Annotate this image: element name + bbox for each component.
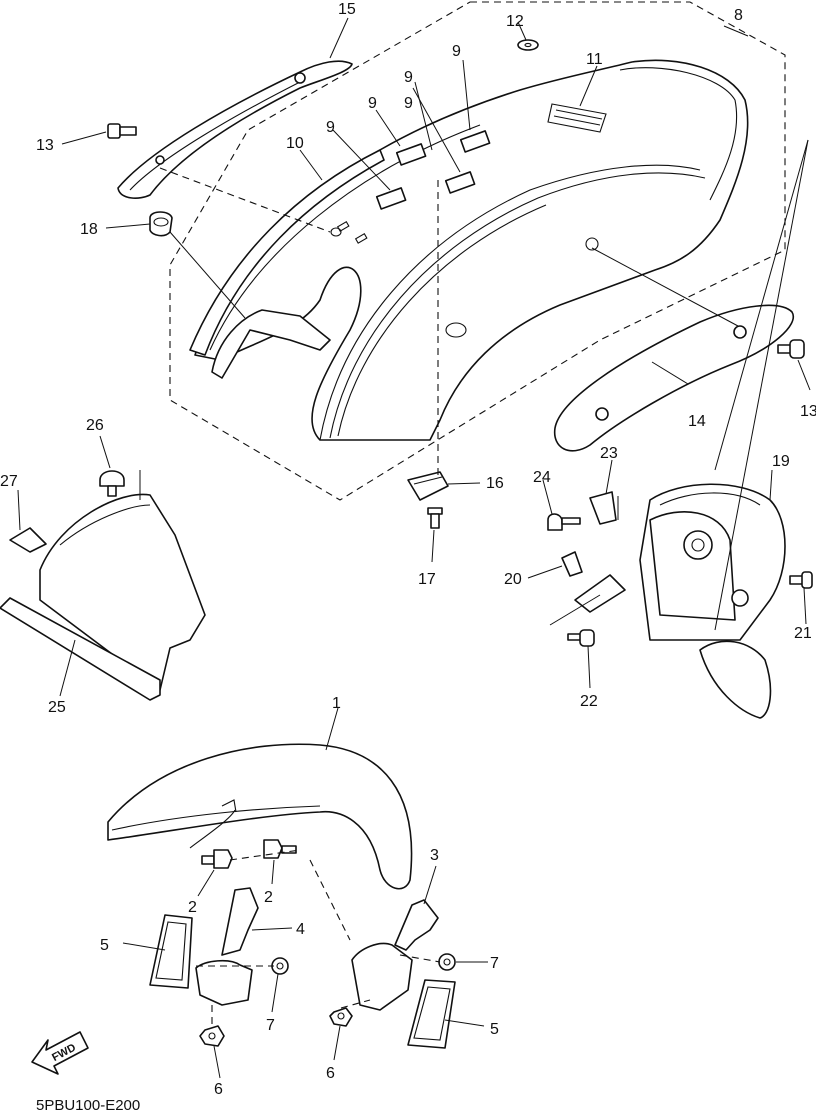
callout-9-d: 9: [404, 95, 413, 112]
nut-6-right: [329, 1007, 353, 1027]
bolt-22[interactable]: [567, 629, 595, 647]
washer-7-left: [271, 957, 289, 975]
decal-pads: [375, 130, 491, 210]
leader-lines: [17, 17, 811, 1079]
callout-25: 25: [48, 699, 66, 716]
callout-10: 10: [286, 135, 304, 152]
grommet-18: [149, 211, 173, 237]
callout-1: 1: [332, 695, 341, 712]
callout-23: 23: [600, 445, 618, 462]
callout-26: 26: [86, 417, 104, 434]
callout-2-a: 2: [188, 899, 197, 916]
callout-13-b: 13: [800, 403, 816, 420]
callout-8: 8: [734, 7, 743, 24]
bolt-13-top[interactable]: [107, 123, 137, 139]
reflector-5-left[interactable]: [149, 914, 193, 989]
clip-16: [407, 471, 449, 501]
grab-rail-15[interactable]: [117, 60, 353, 199]
rear-fender-assembly-boundary: [169, 1, 786, 501]
callout-21: 21: [794, 625, 812, 642]
callout-11: 11: [586, 51, 603, 68]
inner-flap: [189, 149, 385, 356]
diagram-code: 5PBU100-E200: [36, 1097, 140, 1114]
callout-13-a: 13: [36, 137, 54, 154]
callout-3: 3: [430, 847, 439, 864]
callout-7-a: 7: [266, 1017, 275, 1034]
fender-emblem: [547, 103, 607, 133]
side-cover-14[interactable]: [553, 304, 795, 452]
license-bracket-25[interactable]: [0, 493, 206, 701]
bracket-3[interactable]: [351, 899, 439, 1011]
callout-5-a: 5: [100, 937, 109, 954]
washer-7-right: [438, 953, 456, 971]
callout-4: 4: [296, 921, 305, 938]
callout-14: 14: [688, 413, 706, 430]
bolt-2-right[interactable]: [263, 839, 297, 859]
callout-9-e: 9: [326, 119, 335, 136]
callout-20: 20: [504, 571, 522, 588]
callout-27: 27: [0, 473, 18, 490]
nut-6-left: [199, 1025, 225, 1047]
front-fender-1[interactable]: [107, 743, 413, 890]
bracket-4[interactable]: [195, 887, 259, 1006]
callout-12: 12: [506, 13, 524, 30]
callout-15: 15: [338, 1, 356, 18]
bolt-13-right[interactable]: [777, 339, 805, 359]
callout-7-b: 7: [490, 955, 499, 972]
callout-17: 17: [418, 571, 436, 588]
screw-24[interactable]: [547, 513, 581, 531]
callout-9-b: 9: [404, 69, 413, 86]
callout-6-b: 6: [326, 1065, 335, 1082]
bolt-21[interactable]: [789, 571, 813, 589]
callout-16: 16: [486, 475, 504, 492]
forward-arrow-icon: FWD: [31, 1031, 89, 1075]
callout-9-a: 9: [452, 43, 461, 60]
callout-18: 18: [80, 221, 98, 238]
rear-fender[interactable]: [194, 59, 749, 441]
bracket-20: [561, 551, 626, 613]
callout-5-b: 5: [490, 1021, 499, 1038]
callout-24: 24: [533, 469, 551, 486]
tail-light-19[interactable]: [639, 483, 786, 719]
washer-12: [517, 39, 539, 51]
bracket-23: [589, 491, 617, 525]
callout-9-c: 9: [368, 95, 377, 112]
reflector-5-right[interactable]: [407, 979, 456, 1049]
callout-6-a: 6: [214, 1081, 223, 1098]
callout-22: 22: [580, 693, 598, 710]
assembly-lines: [139, 139, 809, 1026]
screw-26[interactable]: [99, 470, 125, 497]
callout-2-b: 2: [264, 889, 273, 906]
bolt-2-left[interactable]: [201, 849, 233, 869]
screw-17[interactable]: [427, 507, 443, 529]
callout-19: 19: [772, 453, 790, 470]
